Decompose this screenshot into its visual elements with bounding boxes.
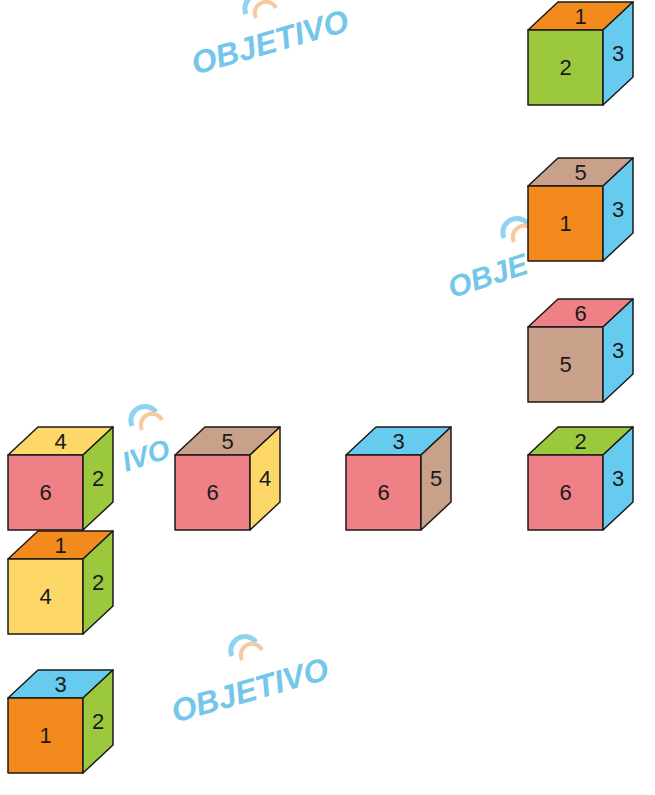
right-face-number: 4 bbox=[259, 468, 271, 490]
cube-face bbox=[8, 559, 83, 634]
cube-face bbox=[8, 455, 83, 530]
cube-face bbox=[603, 158, 633, 261]
top-face-number: 3 bbox=[54, 674, 66, 696]
logo-swirl bbox=[231, 636, 262, 660]
number-cube: 6 5 3 bbox=[528, 299, 633, 402]
right-face-number: 3 bbox=[612, 43, 624, 65]
cube-face bbox=[346, 455, 421, 530]
number-cube: 4 6 2 bbox=[8, 427, 113, 530]
cube-face bbox=[83, 531, 113, 634]
cube-face bbox=[528, 455, 603, 530]
top-face-number: 4 bbox=[54, 431, 66, 453]
front-face-number: 1 bbox=[559, 213, 571, 235]
front-face-number: 5 bbox=[559, 354, 571, 376]
watermark: IVO bbox=[119, 435, 174, 477]
number-cube: 3 6 5 bbox=[346, 427, 451, 530]
right-face-number: 2 bbox=[92, 468, 104, 490]
number-cube: 2 6 3 bbox=[528, 427, 633, 530]
cube-face bbox=[8, 698, 83, 773]
logo-swirl bbox=[131, 406, 162, 430]
front-face-number: 6 bbox=[377, 482, 389, 504]
cube-face bbox=[421, 427, 451, 530]
cube-face bbox=[528, 186, 603, 261]
cube-face bbox=[528, 327, 603, 402]
front-face-number: 6 bbox=[559, 482, 571, 504]
front-face-number: 6 bbox=[206, 482, 218, 504]
number-cube: 5 6 4 bbox=[175, 427, 280, 530]
number-cube: 5 1 3 bbox=[528, 158, 633, 261]
top-face-number: 1 bbox=[54, 535, 66, 557]
cube-face bbox=[83, 427, 113, 530]
cube-face bbox=[250, 427, 280, 530]
front-face-number: 1 bbox=[39, 725, 51, 747]
right-face-number: 3 bbox=[612, 340, 624, 362]
logo-swirl bbox=[245, 0, 276, 18]
right-face-number: 2 bbox=[92, 711, 104, 733]
watermark: OBJETIVO bbox=[168, 652, 332, 727]
cube-face bbox=[603, 427, 633, 530]
front-face-number: 6 bbox=[39, 482, 51, 504]
top-face-number: 2 bbox=[574, 431, 586, 453]
right-face-number: 3 bbox=[612, 199, 624, 221]
top-face-number: 5 bbox=[221, 431, 233, 453]
front-face-number: 4 bbox=[39, 586, 51, 608]
top-face-number: 3 bbox=[392, 431, 404, 453]
number-cube: 1 2 3 bbox=[528, 2, 633, 105]
right-face-number: 2 bbox=[92, 572, 104, 594]
watermark: OBJETIVO bbox=[188, 4, 352, 79]
front-face-number: 2 bbox=[559, 57, 571, 79]
cube-face bbox=[603, 2, 633, 105]
right-face-number: 3 bbox=[612, 468, 624, 490]
cube-face bbox=[83, 670, 113, 773]
top-face-number: 1 bbox=[574, 6, 586, 28]
cube-face bbox=[175, 455, 250, 530]
top-face-number: 5 bbox=[574, 162, 586, 184]
watermark: OBJE bbox=[445, 249, 532, 303]
cube-face bbox=[603, 299, 633, 402]
number-cube: 3 1 2 bbox=[8, 670, 113, 773]
top-face-number: 6 bbox=[574, 303, 586, 325]
right-face-number: 5 bbox=[430, 468, 442, 490]
number-cube: 1 4 2 bbox=[8, 531, 113, 634]
cube-face bbox=[528, 30, 603, 105]
